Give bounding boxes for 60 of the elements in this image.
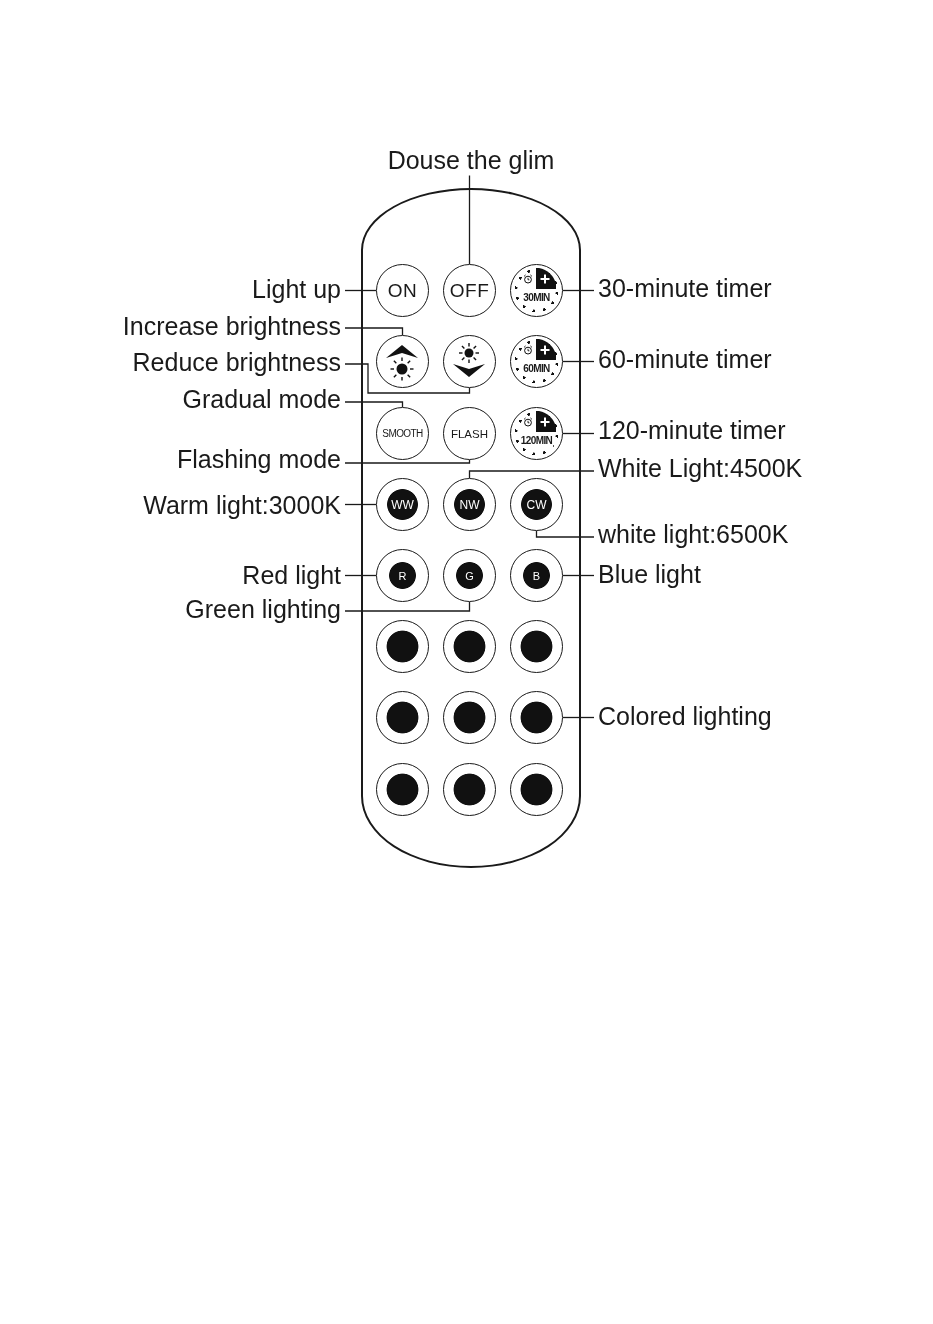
callout-label: Increase brightness bbox=[122, 311, 341, 341]
remote-button: B bbox=[510, 549, 563, 602]
leader-line bbox=[344, 503, 377, 506]
leader-line bbox=[562, 360, 595, 363]
remote-control-body bbox=[361, 188, 581, 868]
callout-label: Douse the glim bbox=[387, 145, 555, 175]
remote-button: WW bbox=[376, 478, 429, 531]
button-text: 120MIN bbox=[519, 435, 554, 447]
remote-button: G bbox=[443, 549, 496, 602]
remote-button bbox=[376, 620, 429, 673]
leader-line bbox=[344, 459, 471, 464]
callout-label: 30-minute timer bbox=[598, 273, 772, 303]
leader-line bbox=[468, 174, 471, 265]
leader-line bbox=[562, 574, 595, 577]
callout-label: Green lighting bbox=[185, 594, 341, 624]
callout-label: 120-minute timer bbox=[598, 415, 786, 445]
remote-button bbox=[443, 335, 496, 388]
leader-line bbox=[562, 289, 595, 292]
remote-button bbox=[376, 335, 429, 388]
remote-button bbox=[510, 620, 563, 673]
remote-button bbox=[510, 763, 563, 816]
callout-label: Red light bbox=[242, 560, 341, 590]
leader-line bbox=[562, 432, 595, 435]
timer-button bbox=[510, 335, 563, 388]
timer-button bbox=[510, 407, 563, 460]
remote-button: SMOOTH bbox=[376, 407, 429, 460]
leader-line bbox=[344, 289, 377, 292]
callout-label: Colored lighting bbox=[598, 701, 772, 731]
timer-button bbox=[510, 264, 563, 317]
remote-button: OFF bbox=[443, 264, 496, 317]
remote-button bbox=[443, 620, 496, 673]
leader-line bbox=[344, 327, 404, 336]
leader-line bbox=[344, 601, 471, 612]
callout-label: Light up bbox=[252, 274, 341, 304]
callout-label: Reduce brightness bbox=[132, 347, 341, 377]
remote-button bbox=[510, 691, 563, 744]
button-text: 30MIN bbox=[522, 292, 551, 304]
remote-button: R bbox=[376, 549, 429, 602]
button-text: 60MIN bbox=[522, 363, 551, 375]
callout-label: Gradual mode bbox=[182, 384, 341, 414]
callout-label: Warm light:3000K bbox=[143, 490, 341, 520]
remote-button bbox=[443, 691, 496, 744]
leader-line bbox=[344, 574, 377, 577]
callout-label: White Light:4500K bbox=[598, 453, 803, 483]
callout-label: Blue light bbox=[598, 559, 701, 589]
leader-line bbox=[344, 401, 404, 408]
leader-line bbox=[535, 530, 595, 538]
remote-button bbox=[376, 763, 429, 816]
leader-line bbox=[344, 363, 471, 394]
leader-line bbox=[468, 470, 595, 479]
remote-button: ON bbox=[376, 264, 429, 317]
remote-button: FLASH bbox=[443, 407, 496, 460]
remote-button bbox=[376, 691, 429, 744]
leader-line bbox=[562, 716, 595, 719]
callout-label: white light:6500K bbox=[598, 519, 789, 549]
remote-button: CW bbox=[510, 478, 563, 531]
callout-label: 60-minute timer bbox=[598, 344, 772, 374]
remote-button bbox=[443, 763, 496, 816]
remote-button: NW bbox=[443, 478, 496, 531]
callout-label: Flashing mode bbox=[177, 444, 341, 474]
